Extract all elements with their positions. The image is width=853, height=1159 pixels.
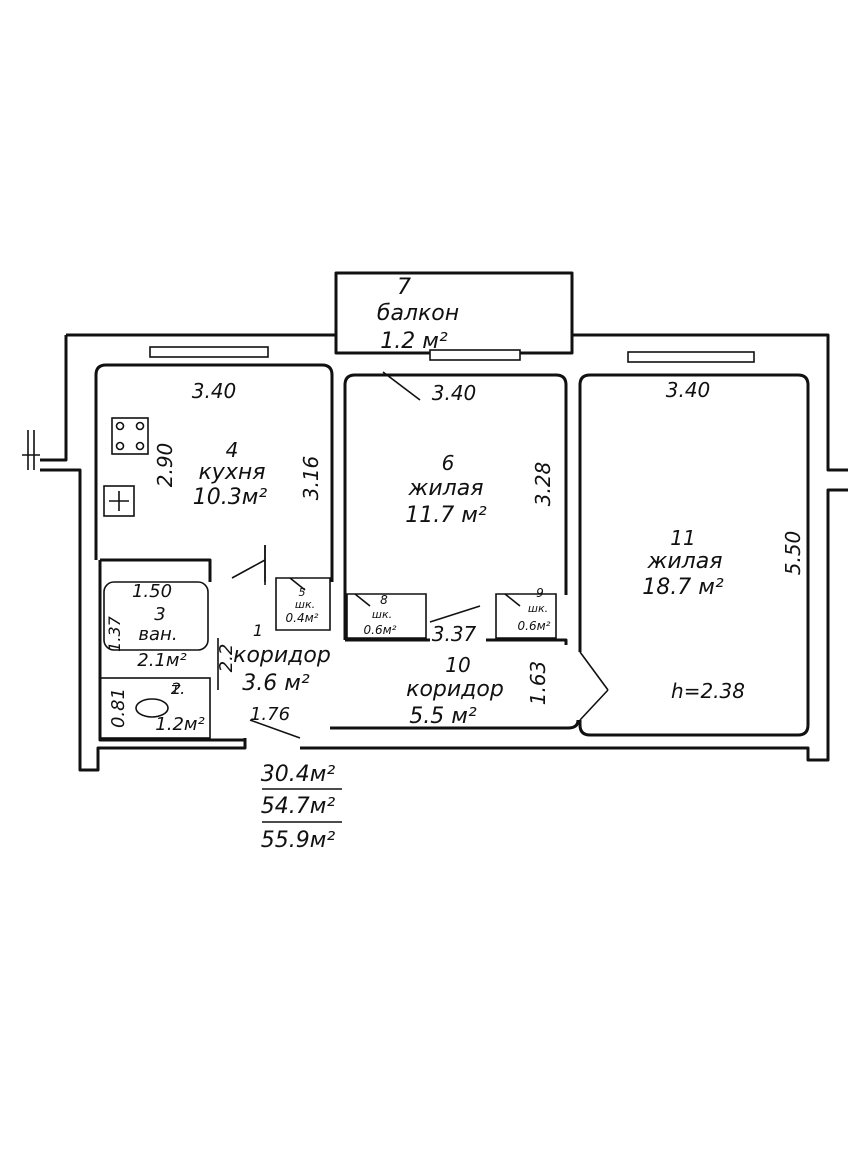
dim-corridor1-width: 1.76 xyxy=(250,704,290,725)
bath-number: 3 xyxy=(154,604,165,625)
toilet-area: 1.2м² xyxy=(155,714,204,735)
room11-door xyxy=(579,651,609,721)
toilet-name: т. xyxy=(171,679,185,698)
dim-corridor10-width: 3.37 xyxy=(432,622,477,646)
corridor10-number: 10 xyxy=(445,653,470,677)
toilet-icon xyxy=(135,698,169,718)
closet9-name: шк. xyxy=(528,602,548,615)
kitchen-name: кухня xyxy=(199,460,266,485)
toilet-number: 2 xyxy=(171,679,181,698)
room11-window xyxy=(627,351,755,363)
total-area-with-balcony: 55.9м² xyxy=(261,828,336,853)
dim-kitchen-right: 3.16 xyxy=(299,456,323,501)
room11-walls xyxy=(578,373,810,737)
dim-bath-width: 1.50 xyxy=(132,581,172,602)
stove-icon xyxy=(111,417,149,455)
closet8-area: 0.6м² xyxy=(364,623,397,637)
closet5-name: шк. xyxy=(295,598,315,611)
corridor10-area: 5.5 м² xyxy=(409,704,477,729)
room11-area: 18.7 м² xyxy=(642,575,724,600)
room6-door xyxy=(382,371,421,401)
room6-walls xyxy=(343,373,568,640)
exterior-wall-outer xyxy=(40,333,848,772)
room11-name: жилая xyxy=(647,549,723,574)
kitchen-area: 10.3м² xyxy=(193,485,268,510)
dim-corridor10-depth: 1.63 xyxy=(526,661,550,706)
dim-room6-depth: 3.28 xyxy=(531,462,555,507)
closet8-name: шк. xyxy=(372,608,392,621)
kitchen-number: 4 xyxy=(226,438,239,462)
corridor1-name: коридор xyxy=(233,643,331,668)
bath-area: 2.1м² xyxy=(137,650,186,671)
room6-name: жилая xyxy=(408,476,484,501)
dim-room11-width: 3.40 xyxy=(666,378,711,402)
closet5-outline xyxy=(275,577,331,631)
balcony-area: 1.2 м² xyxy=(380,329,448,354)
kitchen-window xyxy=(149,346,269,358)
closet8-number: 8 xyxy=(380,593,388,607)
dim-corridor1-side: 2.2 xyxy=(216,644,237,673)
corridor10-door xyxy=(429,605,481,623)
room6-area: 11.7 м² xyxy=(405,503,487,528)
sink-icon xyxy=(103,485,135,517)
closet9-area: 0.6м² xyxy=(518,619,551,633)
total-area: 54.7м² xyxy=(261,794,336,819)
ceiling-height: h=2.38 xyxy=(671,679,745,703)
dim-kitchen-depth: 2.90 xyxy=(153,443,177,488)
room6-number: 6 xyxy=(442,451,455,475)
bath-name: ван. xyxy=(138,624,177,645)
bath-walls xyxy=(98,558,246,742)
corridor1-area: 3.6 м² xyxy=(242,671,310,696)
dim-room11-depth: 5.50 xyxy=(781,531,805,576)
bathtub-icon xyxy=(103,581,209,651)
closet9-outline xyxy=(495,593,557,639)
corridor10-name: коридор xyxy=(406,677,504,702)
room11-number: 11 xyxy=(670,526,695,550)
dim-kitchen-width: 3.40 xyxy=(192,379,237,403)
kitchen-walls xyxy=(94,363,334,582)
balcony-number: 7 xyxy=(397,275,411,300)
total-living-area: 30.4м² xyxy=(261,762,336,787)
toilet-room-outline xyxy=(99,677,211,739)
closet8-outline xyxy=(346,593,427,639)
dim-toilet-depth: 0.81 xyxy=(108,688,129,728)
closet9-number: 9 xyxy=(536,586,544,600)
balcony-name: балкон xyxy=(377,301,459,326)
dim-room6-width: 3.40 xyxy=(432,381,477,405)
entrance-mark xyxy=(22,430,40,470)
closet5-number: 5 xyxy=(299,586,306,599)
dim-bath-depth: 1.37 xyxy=(105,615,124,651)
closet5-area: 0.4м² xyxy=(286,611,319,625)
corridor1-number: 1 xyxy=(253,621,263,640)
room6-window xyxy=(429,349,521,361)
corridor10-walls xyxy=(330,638,580,730)
